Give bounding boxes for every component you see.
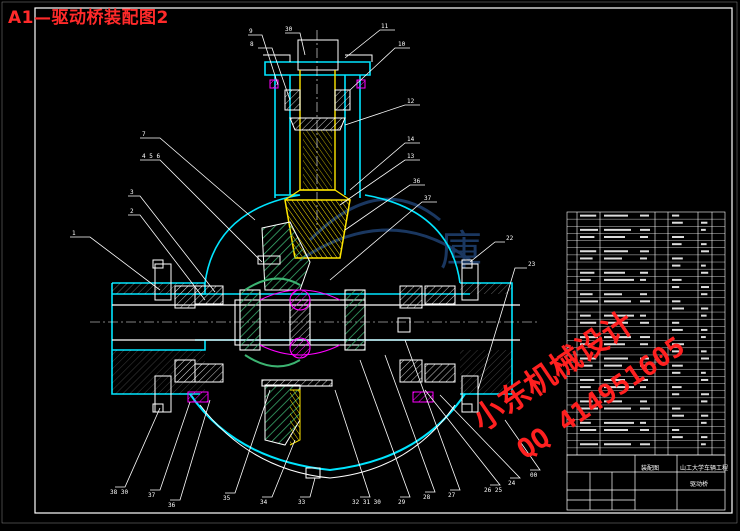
title-block-text: 装配图 山工大学车辆工程 驱动桥 (641, 464, 728, 488)
part-label: 34 (260, 499, 268, 506)
part-label: 38 30 (110, 489, 128, 496)
part-label: 24 (508, 480, 516, 487)
part-numbers-top: 9 8 30 11 10 12 14 13 36 37 (249, 23, 432, 202)
part-label: 36 (413, 178, 421, 185)
svg-text:庫: 庫 (440, 226, 482, 275)
part-label: 32 31 30 (352, 499, 381, 506)
title-block (566, 454, 726, 511)
part-label: 7 (142, 131, 146, 138)
parts-list-rows (567, 214, 725, 449)
drawing-name: 装配图 (641, 464, 659, 472)
part-numbers-bottom: 38 30 37 36 35 34 33 32 31 30 29 28 27 2… (110, 472, 538, 509)
part-label: 26 25 (484, 487, 502, 494)
part-numbers-left: 7 4 5 6 3 2 1 (72, 131, 160, 237)
part-label: 36 (168, 502, 176, 509)
leader-lines (70, 29, 541, 501)
part-label: 29 (398, 499, 406, 506)
part-label: 4 5 6 (142, 153, 160, 160)
drawing-subtitle: 驱动桥 (690, 480, 708, 488)
part-label: 9 (249, 28, 253, 35)
part-label: 8 (250, 41, 254, 48)
bolts (152, 255, 473, 479)
part-label: 1 (72, 230, 76, 237)
part-label: 28 (423, 494, 431, 501)
part-label: 33 (298, 499, 306, 506)
part-label: 35 (223, 495, 231, 502)
part-label: 2 (130, 208, 134, 215)
part-label: 14 (407, 136, 415, 143)
half-shaft (90, 304, 540, 341)
part-label: 37 (148, 492, 156, 499)
part-label: 30 (285, 26, 293, 33)
differential-case (234, 277, 366, 387)
part-numbers-right: 22 23 (506, 235, 536, 268)
part-label: 3 (130, 189, 134, 196)
part-label: 13 (407, 153, 415, 160)
part-label: 12 (407, 98, 415, 105)
part-label: 00 (530, 472, 538, 479)
differential-bearings (174, 285, 456, 403)
part-label: 10 (398, 41, 406, 48)
pinion-shaft (263, 30, 373, 230)
part-label: 23 (528, 261, 536, 268)
watermark-text: 小东机械设计 QQ 414951605 (466, 305, 690, 466)
part-label: 27 (448, 492, 456, 499)
school-name: 山工大学车辆工程 (680, 464, 728, 472)
ring-gear (261, 221, 311, 446)
part-label: 22 (506, 235, 514, 242)
part-label: 37 (424, 195, 432, 202)
drawing-title: A1—驱动桥装配图2 (8, 8, 169, 28)
part-label: 11 (381, 23, 389, 30)
